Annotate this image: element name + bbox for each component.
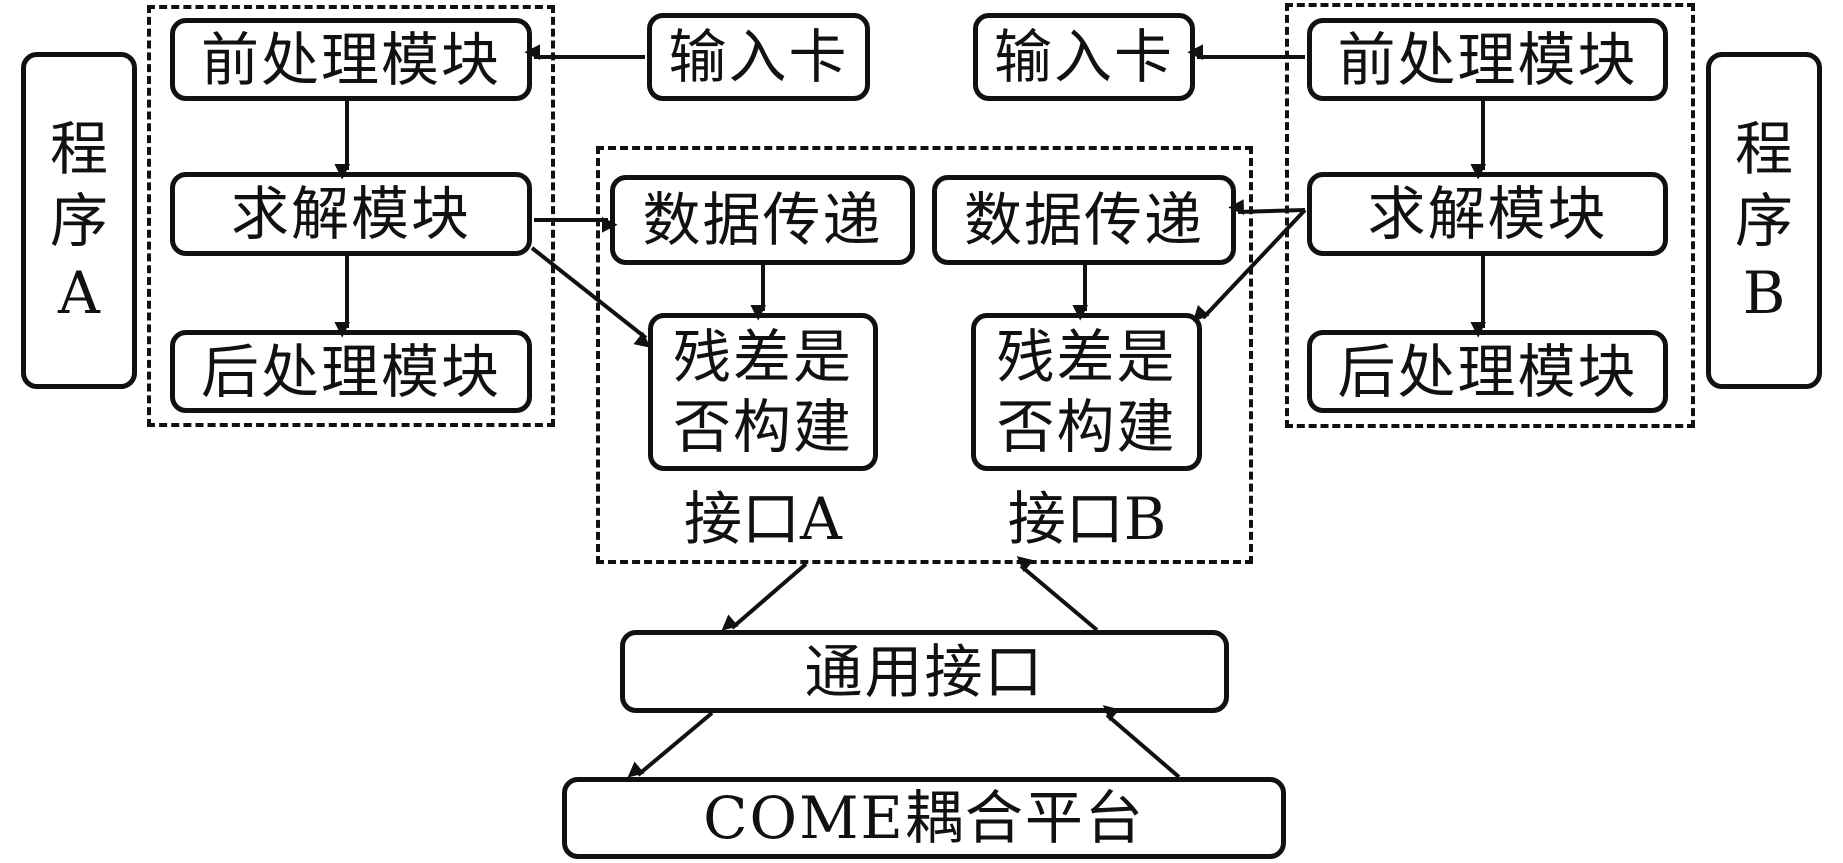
residual-check-b-line-2: 否构建	[996, 393, 1177, 461]
input-card-a-label: 输入卡	[668, 23, 849, 91]
edge-solver-b-to-residual-b	[1192, 208, 1307, 322]
program-b-label-2: 序	[1734, 186, 1793, 255]
program-a-modules-group	[147, 5, 555, 427]
residual-check-b[interactable]: 残差是 否构建	[971, 313, 1202, 471]
edge-interfaces-to-general-interface	[721, 562, 808, 631]
edge-solver-b-to-data-transfer-b	[1228, 199, 1306, 215]
program-a-label-2: 序	[49, 186, 108, 255]
residual-check-a-line-2: 否构建	[672, 393, 853, 461]
program-a-label-1: 程	[49, 114, 108, 183]
input-card-b[interactable]: 输入卡	[973, 13, 1195, 101]
solver-module-b-label: 求解模块	[1367, 180, 1608, 248]
postprocess-module-a[interactable]: 后处理模块	[170, 330, 532, 413]
residual-check-a-line-1: 残差是	[672, 323, 853, 391]
program-a-box[interactable]: 程 序 A	[21, 52, 137, 389]
solver-module-b[interactable]: 求解模块	[1307, 172, 1668, 256]
data-transfer-a-label: 数据传递	[642, 186, 883, 254]
solver-module-a-label: 求解模块	[230, 180, 471, 248]
interface-b-caption: 接口B	[1007, 485, 1167, 553]
solver-module-a[interactable]: 求解模块	[170, 172, 532, 256]
edge-platform-to-general-interface	[1102, 705, 1181, 779]
input-card-b-label: 输入卡	[993, 23, 1174, 91]
general-interface-box[interactable]: 通用接口	[620, 630, 1229, 713]
preprocess-module-b[interactable]: 前处理模块	[1307, 18, 1668, 101]
program-b-label-1: 程	[1734, 114, 1793, 183]
postprocess-module-b-label: 后处理模块	[1337, 337, 1638, 406]
preprocess-module-a[interactable]: 前处理模块	[170, 18, 532, 101]
program-b-modules-group	[1285, 3, 1695, 428]
edge-general-interface-to-interfaces	[1016, 556, 1099, 632]
data-transfer-b-label: 数据传递	[963, 186, 1204, 254]
residual-check-a[interactable]: 残差是 否构建	[648, 313, 878, 471]
coupling-platform-box[interactable]: COME耦合平台	[562, 777, 1286, 859]
program-a-label-3: A	[58, 258, 100, 327]
preprocess-module-b-label: 前处理模块	[1337, 25, 1638, 94]
edge-solver-a-to-residual-a	[530, 246, 651, 348]
edge-general-interface-to-platform	[627, 711, 714, 778]
general-interface-label: 通用接口	[804, 637, 1045, 706]
program-b-box[interactable]: 程 序 B	[1706, 52, 1822, 389]
postprocess-module-b[interactable]: 后处理模块	[1307, 330, 1668, 413]
interface-group	[596, 146, 1253, 564]
coupling-platform-label: COME耦合平台	[703, 784, 1145, 852]
interface-a-caption: 接口A	[684, 485, 842, 553]
preprocess-module-a-label: 前处理模块	[200, 25, 501, 94]
input-card-a[interactable]: 输入卡	[647, 13, 870, 101]
data-transfer-a[interactable]: 数据传递	[610, 175, 915, 265]
postprocess-module-a-label: 后处理模块	[200, 337, 501, 406]
data-transfer-b[interactable]: 数据传递	[932, 175, 1236, 265]
residual-check-b-line-1: 残差是	[996, 323, 1177, 391]
program-b-label-3: B	[1742, 258, 1786, 327]
